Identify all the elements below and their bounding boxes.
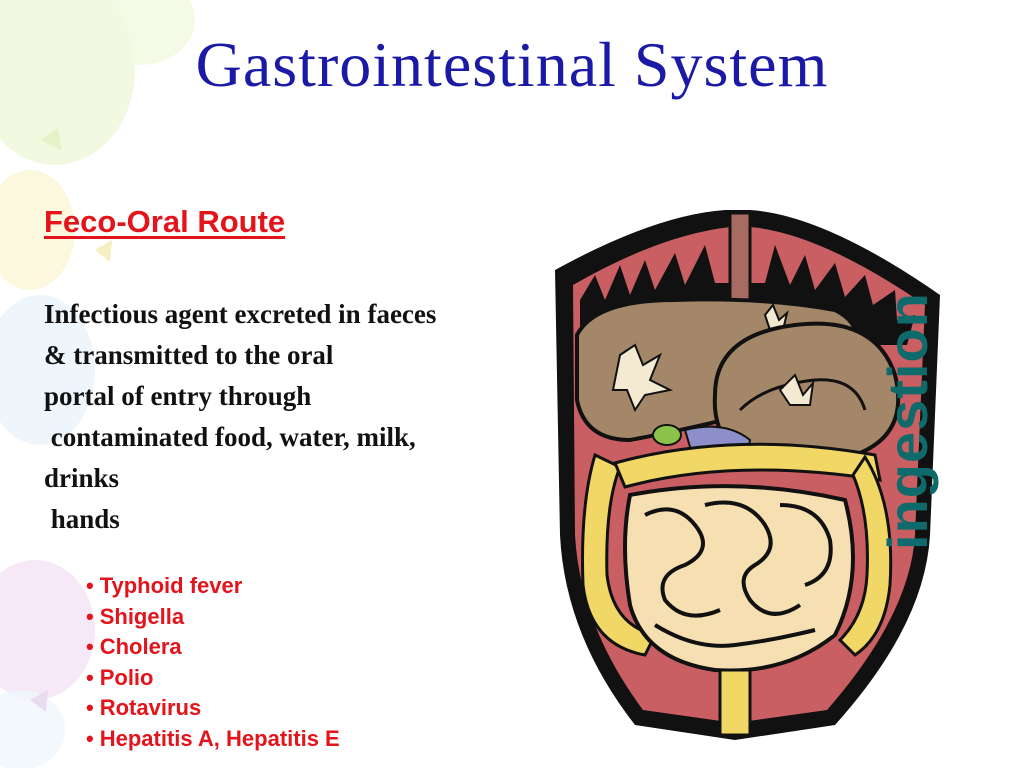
description-line: & transmitted to the oral bbox=[44, 340, 334, 370]
description-line: hands bbox=[44, 504, 120, 534]
list-item: Hepatitis A, Hepatitis E bbox=[86, 724, 340, 755]
list-item: Polio bbox=[86, 663, 340, 694]
description-line: drinks bbox=[44, 463, 120, 493]
list-item: Shigella bbox=[86, 602, 340, 633]
description-line: contaminated food, water, milk, bbox=[44, 422, 416, 452]
description-line: portal of entry through bbox=[44, 381, 312, 411]
side-label-ingestion: ingestion bbox=[876, 292, 939, 550]
section-heading: Feco-Oral Route bbox=[44, 204, 286, 239]
slide-title: Gastrointestinal System bbox=[195, 29, 829, 100]
disease-list: Typhoid fever Shigella Cholera Polio Rot… bbox=[86, 571, 340, 755]
description-line: Infectious agent excreted in faeces bbox=[44, 299, 437, 329]
digestive-system-illustration bbox=[555, 210, 940, 740]
list-item: Cholera bbox=[86, 632, 340, 663]
list-item: Rotavirus bbox=[86, 693, 340, 724]
description-text: Infectious agent excreted in faeces & tr… bbox=[44, 294, 436, 540]
list-item: Typhoid fever bbox=[86, 571, 340, 602]
